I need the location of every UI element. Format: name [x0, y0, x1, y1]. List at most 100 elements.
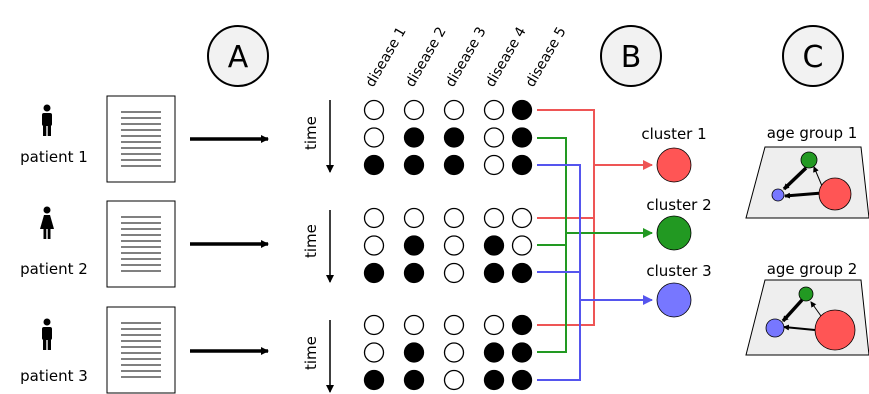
time-axis: time [302, 320, 334, 393]
cluster-label: cluster 2 [646, 196, 711, 214]
disease-present-dot [511, 154, 533, 176]
age-group-label: age group 2 [767, 260, 858, 278]
document-icon [106, 95, 176, 183]
disease-present-dot [483, 342, 505, 363]
disease-present-dot [483, 235, 505, 256]
time-label: time [302, 116, 320, 150]
disease-present-dot [403, 342, 425, 363]
disease-present-dot [511, 369, 533, 391]
patient-label: patient 1 [20, 148, 88, 166]
age-group-2: age group 2 [745, 260, 869, 356]
disease-absent-dot [363, 127, 385, 148]
graph-node-red [814, 309, 856, 351]
graph-edge [813, 166, 823, 187]
cluster-node [656, 147, 692, 183]
cluster-assignment-lines [537, 109, 653, 381]
disease-absent-dot [443, 207, 465, 229]
disease-present-dot [443, 154, 465, 176]
panel-b-label: B [600, 25, 662, 87]
graph-node-red [818, 177, 852, 211]
disease-absent-dot [443, 235, 465, 256]
age-group-label: age group 1 [767, 124, 858, 142]
patient-label: patient 2 [20, 260, 88, 278]
graph-edge [784, 191, 823, 199]
disease-absent-dot [511, 207, 533, 229]
cluster-node [656, 282, 692, 318]
disease-present-dot [511, 314, 533, 336]
disease-absent-dot [403, 314, 425, 336]
cluster-label: cluster 3 [646, 262, 711, 280]
document-icon [106, 306, 176, 394]
disease-present-dot [511, 342, 533, 363]
graph-node-green [800, 151, 818, 169]
disease-present-dot [483, 369, 505, 391]
age-group-1: age group 1 [745, 124, 869, 219]
disease-present-dot [443, 127, 465, 148]
document-icon [106, 200, 176, 288]
disease-present-dot [511, 127, 533, 148]
panel-a-label: A [207, 25, 269, 87]
panel-c-text: C [803, 40, 824, 75]
cluster-node [656, 215, 692, 251]
disease-absent-dot [363, 314, 385, 336]
disease-absent-dot [483, 207, 505, 229]
cluster-3: cluster 3 [646, 262, 712, 318]
patient-1: patient 1 [20, 95, 269, 183]
graph-node-blue [765, 318, 785, 338]
disease-absent-dot [443, 342, 465, 363]
graph-node-green [798, 286, 814, 302]
patient-label: patient 3 [20, 367, 88, 385]
disease-absent-dot [511, 235, 533, 256]
disease-matrix [363, 99, 533, 176]
disease-present-dot [363, 154, 385, 176]
disease-absent-dot [443, 369, 465, 391]
disease-present-dot [403, 235, 425, 256]
disease-absent-dot [363, 207, 385, 229]
disease-absent-dot [403, 207, 425, 229]
disease-headers: disease 1 disease 2 disease 3 disease 4 … [363, 24, 570, 90]
graph-edge [783, 324, 816, 331]
graph-edge [781, 298, 804, 323]
graph-edge [810, 301, 822, 317]
cluster-1: cluster 1 [641, 125, 707, 183]
female-person-icon [40, 206, 54, 239]
disease-absent-dot [443, 314, 465, 336]
patient-3: patient 3 [20, 306, 269, 394]
disease-present-dot [363, 369, 385, 391]
disease-absent-dot [483, 314, 505, 336]
panel-c-label: C [782, 25, 844, 87]
time-label: time [302, 336, 320, 370]
disease-present-dot [511, 99, 533, 121]
graph-edge [782, 166, 808, 191]
disease-absent-dot [483, 127, 505, 148]
disease-present-dot [511, 262, 533, 284]
cluster-2: cluster 2 [646, 196, 712, 251]
panel-a-text: A [228, 40, 249, 75]
disease-absent-dot [483, 154, 505, 176]
disease-absent-dot [483, 99, 505, 121]
disease-absent-dot [363, 99, 385, 121]
disease-present-dot [363, 262, 385, 284]
disease-absent-dot [363, 342, 385, 363]
time-axis: time [302, 100, 334, 173]
disease-present-dot [403, 369, 425, 391]
disease-absent-dot [403, 99, 425, 121]
disease-matrices [363, 99, 533, 391]
disease-absent-dot [443, 99, 465, 121]
time-label: time [302, 224, 320, 258]
disease-present-dot [403, 154, 425, 176]
disease-matrix [363, 314, 533, 391]
disease-present-dot [403, 262, 425, 284]
disease-matrix [363, 207, 533, 284]
disease-present-dot [483, 262, 505, 284]
disease-absent-dot [443, 262, 465, 284]
male-person-icon [42, 318, 52, 350]
disease-absent-dot [363, 235, 385, 256]
panel-b-text: B [621, 40, 642, 75]
male-person-icon [42, 104, 52, 136]
disease-present-dot [403, 127, 425, 148]
time-axis: time [302, 210, 334, 283]
graph-node-blue [771, 188, 785, 202]
disease-header: disease 5 [523, 24, 570, 90]
